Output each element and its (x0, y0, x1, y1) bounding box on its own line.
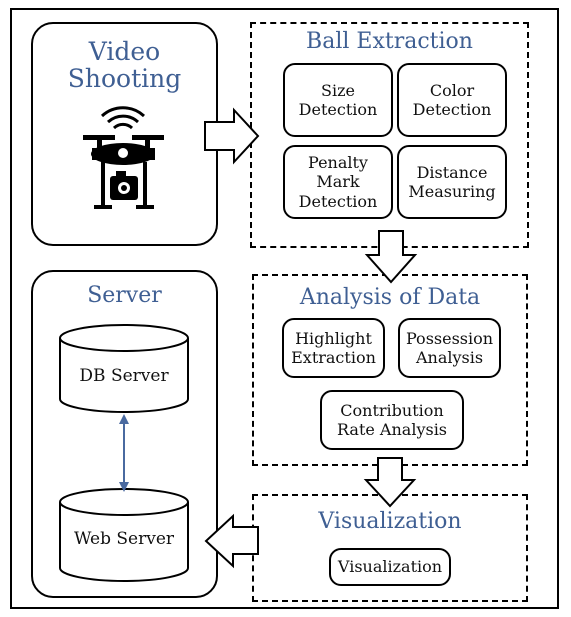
arrow-ball-to-analysis (364, 230, 418, 284)
web-server-cylinder (59, 488, 189, 582)
visualization-item-box: Visualization (329, 548, 451, 586)
analysis-of-data-title: Analysis of Data (299, 285, 481, 310)
db-server-cylinder (59, 324, 189, 413)
color-detection-box: Color Detection (397, 63, 507, 137)
visualization-title: Visualization (318, 509, 462, 534)
possession-analysis-box: Possession Analysis (398, 318, 501, 378)
server-title: Server (87, 283, 162, 308)
arrow-analysis-to-visualization (363, 457, 417, 508)
db-server-label: DB Server (79, 366, 169, 386)
diagram-frame (10, 8, 559, 609)
size-detection-box: Size Detection (283, 63, 393, 137)
highlight-extraction-box: Highlight Extraction (282, 318, 385, 378)
video-shooting-title: Video Shooting (31, 38, 218, 92)
distance-measuring-box: Distance Measuring (397, 145, 507, 219)
arrow-video-to-ball (204, 107, 260, 165)
web-server-label: Web Server (73, 529, 175, 549)
video-title-line2: Shooting (67, 64, 182, 93)
db-web-connector-arrow (119, 414, 129, 492)
ball-extraction-title: Ball Extraction (306, 29, 473, 54)
video-title-line1: Video (88, 37, 161, 66)
video-shooting-box (31, 22, 218, 246)
arrow-visualization-to-server (204, 513, 259, 569)
contribution-rate-analysis-box: Contribution Rate Analysis (320, 390, 464, 450)
penalty-mark-detection-box: Penalty Mark Detection (283, 145, 393, 219)
